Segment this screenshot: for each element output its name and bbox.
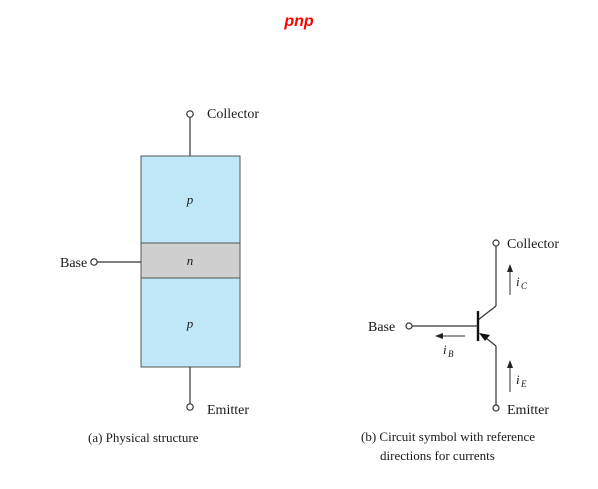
symbol-emitter-terminal bbox=[492, 404, 500, 412]
symbol-collector-diagonal bbox=[477, 305, 497, 321]
caption-physical: (a) Physical structure bbox=[88, 430, 199, 445]
ib-arrow-head bbox=[435, 333, 443, 339]
collector-terminal bbox=[186, 110, 194, 118]
caption-symbol-line2: directions for currents bbox=[380, 448, 495, 463]
base-terminal bbox=[90, 258, 98, 266]
ie-arrow-head bbox=[507, 360, 513, 368]
p-region-bottom-label: p bbox=[186, 316, 194, 331]
ib-label: i bbox=[443, 342, 447, 357]
ic-label-sub: C bbox=[521, 281, 528, 291]
symbol-base-label: Base bbox=[368, 320, 395, 335]
p-region-bottom bbox=[140, 277, 241, 368]
symbol-base-terminal bbox=[405, 322, 413, 330]
ie-label: i bbox=[516, 372, 520, 387]
n-region-label: n bbox=[187, 253, 194, 268]
p-region-top-label: p bbox=[186, 192, 194, 207]
ie-label-sub: E bbox=[520, 379, 527, 389]
physical-structure: Collector p n p Base Emitter (a) Physica… bbox=[60, 107, 259, 445]
caption-symbol-line1: (b) Circuit symbol with reference bbox=[361, 429, 535, 444]
symbol-emitter-label: Emitter bbox=[507, 403, 549, 418]
base-label: Base bbox=[60, 256, 87, 271]
emitter-label: Emitter bbox=[207, 403, 249, 418]
ic-arrow-head bbox=[507, 264, 513, 272]
symbol-collector-terminal bbox=[492, 239, 500, 247]
collector-label: Collector bbox=[207, 107, 259, 122]
emitter-terminal bbox=[186, 403, 194, 411]
p-region-top bbox=[140, 155, 241, 244]
symbol-collector-label: Collector bbox=[507, 237, 559, 252]
emitter-arrowhead bbox=[479, 333, 490, 341]
diagram-title: pnp bbox=[284, 13, 314, 30]
ib-label-sub: B bbox=[448, 349, 454, 359]
circuit-symbol: Collector Base Emitter i C i B i E (b) C… bbox=[361, 237, 559, 463]
ic-label: i bbox=[516, 274, 520, 289]
